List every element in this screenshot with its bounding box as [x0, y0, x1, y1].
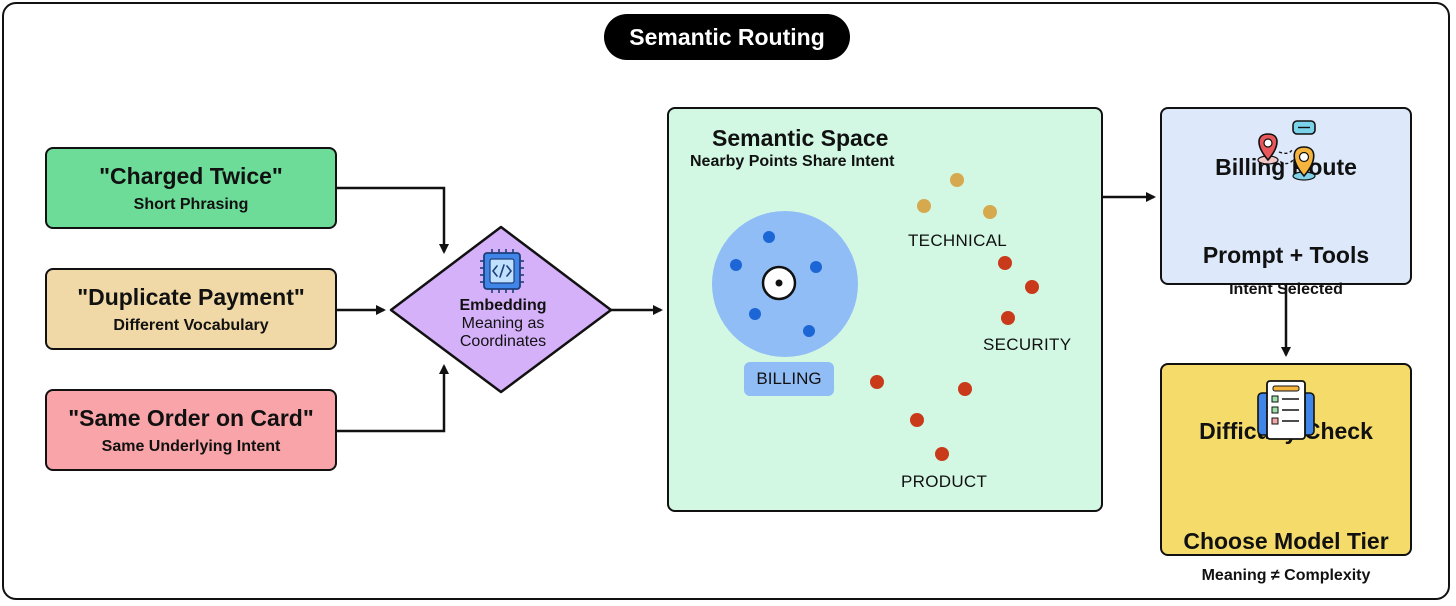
query-point-center	[775, 279, 783, 287]
billing-route-box: Billing Route Prompt + Tools Intent Sele…	[1160, 107, 1412, 298]
route-line1: Billing Route	[1215, 154, 1357, 180]
billing-point	[803, 325, 815, 337]
difficulty-note: Meaning ≠ Complexity	[1201, 566, 1371, 584]
semantic-space-title: Semantic Space	[712, 125, 889, 151]
technical-point	[950, 173, 964, 187]
chip-code-icon	[480, 249, 524, 293]
billing-point	[730, 259, 742, 271]
input-note: Short Phrasing	[133, 196, 249, 213]
embedding-title: Embedding	[459, 297, 547, 314]
input-phrase: "Duplicate Payment"	[77, 284, 305, 310]
technical-cluster-label: TECHNICAL	[908, 231, 1008, 250]
arrow-charged-to-embedding	[337, 186, 449, 254]
input-note: Different Vocabulary	[113, 317, 269, 334]
embedding-diamond	[389, 225, 613, 394]
billing-point	[763, 231, 775, 243]
arrow-same-order-to-embedding	[337, 364, 449, 433]
input-charged-twice: "Charged Twice" Short Phrasing	[45, 147, 337, 229]
checklist-icon	[1257, 380, 1315, 440]
embedding-line1: Meaning as	[461, 315, 545, 332]
billing-cluster-label: BILLING	[744, 362, 834, 396]
diagram-title: Semantic Routing	[604, 14, 850, 60]
product-point	[870, 375, 884, 389]
input-phrase: "Charged Twice"	[99, 163, 283, 189]
input-phrase: "Same Order on Card"	[68, 405, 314, 431]
technical-point	[917, 199, 931, 213]
embedding-label: Embedding Meaning as Coordinates	[438, 297, 568, 351]
input-same-order: "Same Order on Card" Same Underlying Int…	[45, 389, 337, 471]
embedding-line2: Coordinates	[459, 333, 547, 350]
security-point	[1025, 280, 1039, 294]
security-cluster-label: SECURITY	[983, 335, 1072, 354]
product-point	[935, 447, 949, 461]
input-duplicate-payment: "Duplicate Payment" Different Vocabulary	[45, 268, 337, 350]
product-point	[958, 382, 972, 396]
product-point	[910, 413, 924, 427]
semantic-space-subtitle: Nearby Points Share Intent	[690, 153, 895, 170]
route-line2: Prompt + Tools	[1202, 242, 1370, 268]
technical-point	[983, 205, 997, 219]
security-point	[998, 256, 1012, 270]
billing-point	[810, 261, 822, 273]
product-cluster-label: PRODUCT	[901, 472, 988, 491]
security-point	[1001, 311, 1015, 325]
input-note: Same Underlying Intent	[101, 438, 281, 455]
difficulty-line2: Choose Model Tier	[1183, 527, 1389, 554]
route-pins-icon	[1257, 120, 1316, 181]
billing-point	[749, 308, 761, 320]
